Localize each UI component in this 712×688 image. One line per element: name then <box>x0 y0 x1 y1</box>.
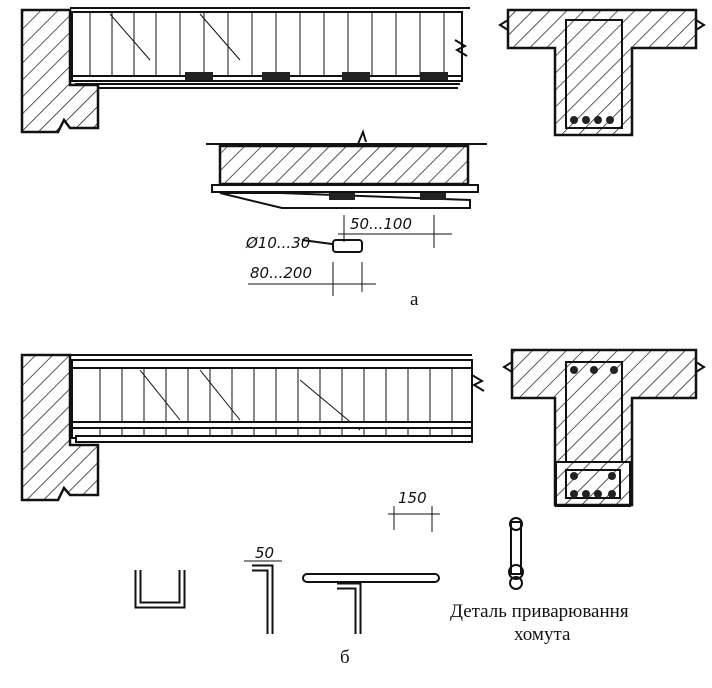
part-b-beam-elevation <box>20 353 485 502</box>
dim-diameter: Ø10...30 <box>245 234 310 252</box>
figure-label-a: а <box>410 289 419 310</box>
dim-spacing: 50...100 <box>350 215 412 233</box>
part-b-bar-details: 150 50 <box>134 488 440 634</box>
dim-length: 80...200 <box>250 264 312 282</box>
part-a-cross-section <box>498 8 706 137</box>
part-a-beam-elevation <box>20 7 470 134</box>
dim-hook: 50 <box>255 544 274 562</box>
stirrups-a <box>89 12 445 76</box>
plate-section <box>332 239 363 253</box>
support-wall-a <box>20 8 100 134</box>
caption-line1: Деталь приварювання <box>450 601 629 622</box>
stirrups-b <box>99 368 453 440</box>
dim-weld-length: 150 <box>398 489 427 507</box>
caption-line2: хомута <box>514 624 571 645</box>
part-b-cross-section <box>502 348 706 507</box>
break-line <box>454 39 468 57</box>
weld-detail: Деталь приварювання хомута <box>450 517 629 645</box>
beam-a <box>71 11 463 77</box>
figure-label-b: б <box>340 647 350 668</box>
part-a-detail: 50...100 Ø10...30 80...200 а <box>206 129 487 310</box>
